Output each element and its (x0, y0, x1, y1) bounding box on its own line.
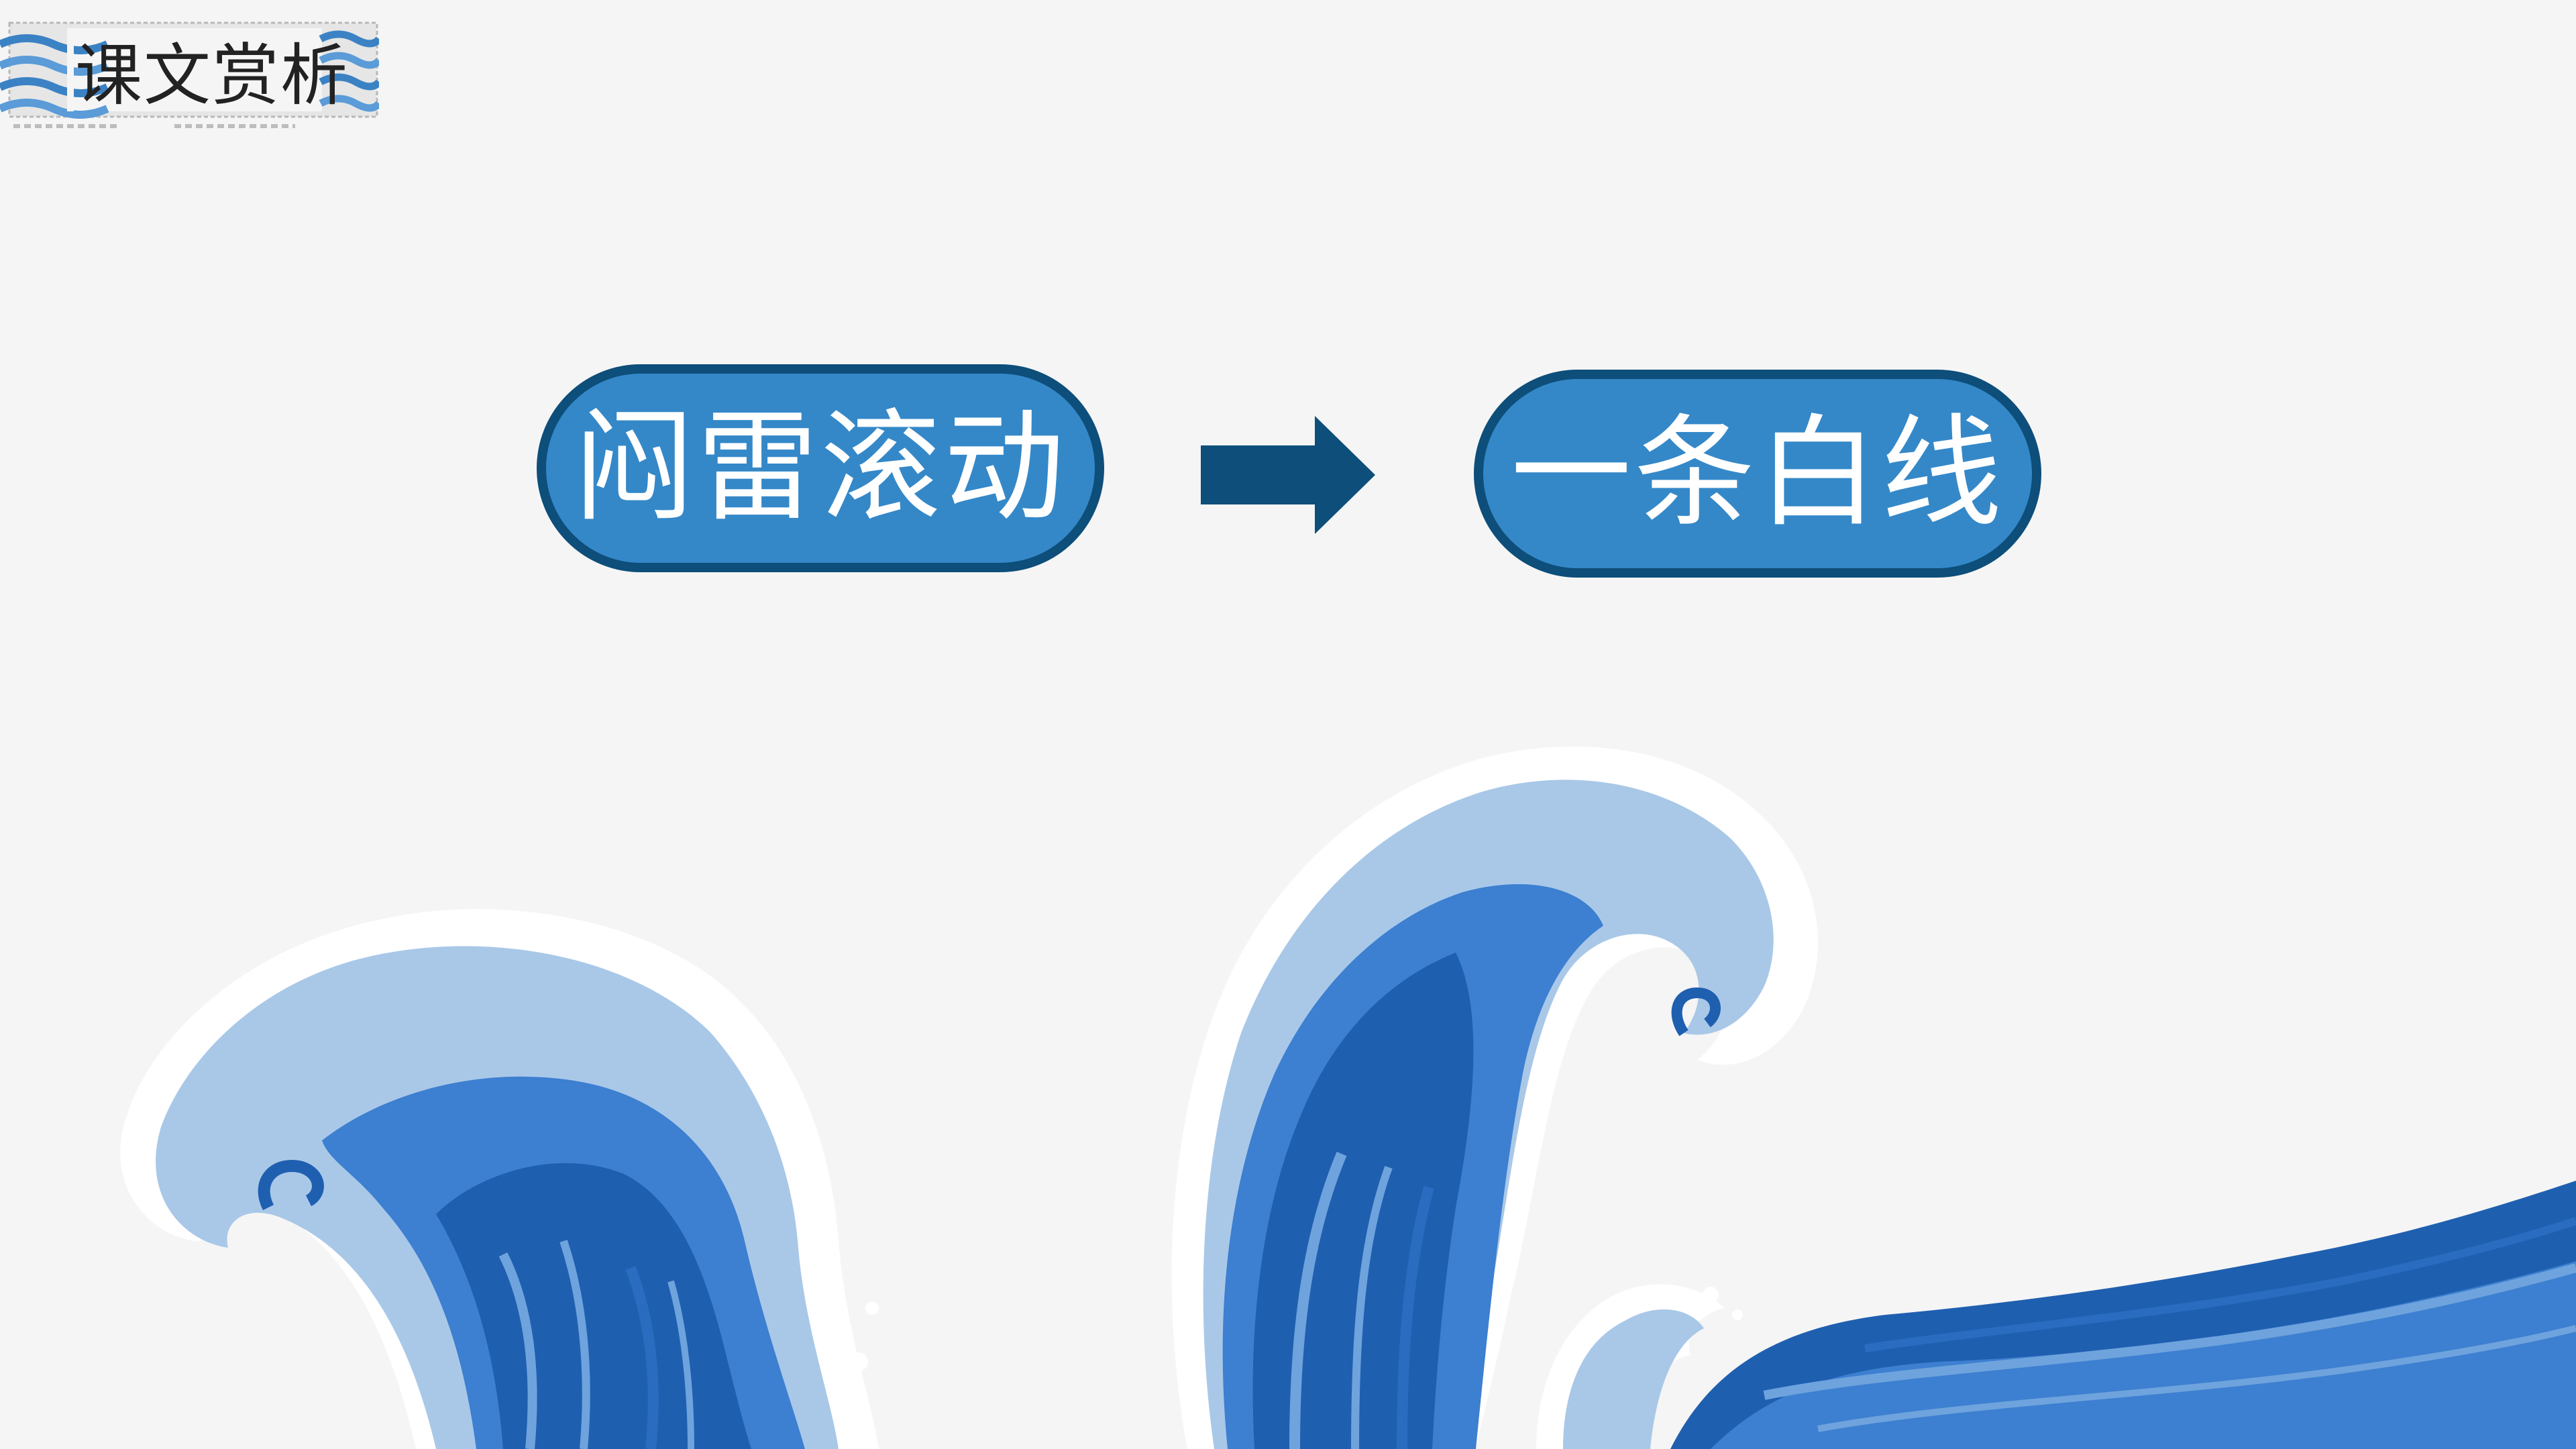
wave-right-illustration (1171, 746, 2576, 1449)
pill-to: 一条白线 (1474, 370, 2041, 578)
right-arrow-icon (1201, 416, 1375, 534)
wave-stripes-icon (0, 21, 379, 128)
section-title: 课文赏析 (75, 36, 349, 115)
pill-from-label: 闷雷滚动 (573, 398, 1067, 538)
wave-left-illustration (120, 909, 879, 1449)
section-header: 课文赏析 (0, 19, 379, 134)
pill-from: 闷雷滚动 (537, 364, 1104, 572)
pill-to-label: 一条白线 (1510, 403, 2004, 543)
